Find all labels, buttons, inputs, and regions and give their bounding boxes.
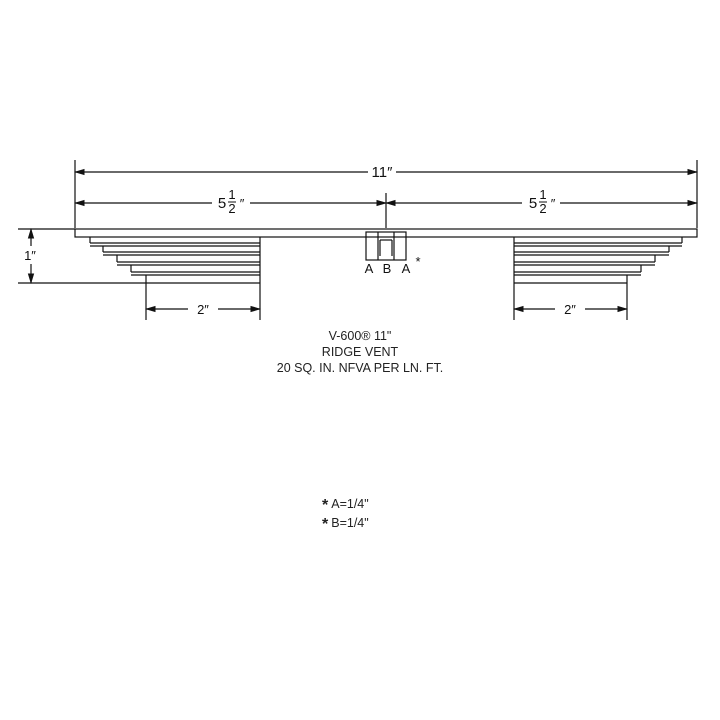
right-half-frac-num: 1	[539, 187, 546, 202]
left-half-whole: 5	[218, 195, 226, 212]
slot-asterisk: *	[415, 254, 420, 269]
left-half-frac-num: 1	[228, 187, 235, 202]
note-b-value: B=1/4"	[331, 516, 369, 530]
asterisk-icon: *	[322, 497, 329, 514]
note-a: *A=1/4"	[322, 497, 369, 515]
left-baffle-stack	[89, 237, 261, 284]
left-half-width-label: 5 1 2 ″	[218, 187, 245, 216]
product-nfva: 20 SQ. IN. NFVA PER LN. FT.	[276, 361, 444, 375]
height-label: 1″	[24, 248, 36, 263]
left-half-inch-mark: ″	[240, 196, 245, 211]
product-caption: V-600® 11" RIDGE VENT 20 SQ. IN. NFVA PE…	[200, 328, 520, 376]
slot-label-b: B	[383, 261, 392, 276]
note-b: *B=1/4"	[322, 516, 369, 534]
right-baffle-stack	[513, 237, 683, 284]
center-ridge-hinge	[365, 231, 407, 261]
right-half-frac-den: 2	[539, 201, 546, 216]
top-cap-plate	[74, 228, 698, 238]
note-a-value: A=1/4"	[331, 497, 369, 511]
right-flange-label: 2″	[564, 302, 576, 317]
overall-width-label: 11″	[372, 164, 394, 181]
product-name: V-600® 11"	[328, 329, 392, 343]
left-flange-label: 2″	[197, 302, 209, 317]
right-half-width-label: 5 1 2 ″	[529, 187, 556, 216]
right-half-inch-mark: ″	[551, 196, 556, 211]
product-type: RIDGE VENT	[321, 345, 399, 359]
left-half-frac-den: 2	[228, 201, 235, 216]
slot-label-a-left: A	[365, 261, 374, 276]
right-half-whole: 5	[529, 195, 537, 212]
asterisk-icon: *	[322, 516, 329, 533]
slot-label-a-right: A	[402, 261, 411, 276]
